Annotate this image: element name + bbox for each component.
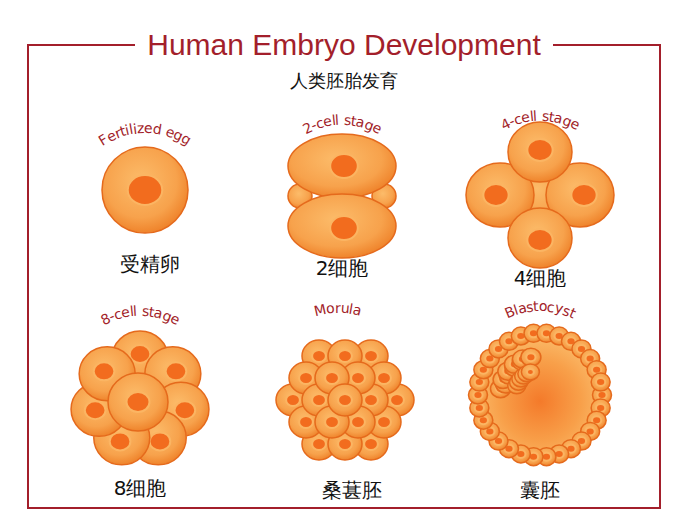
cell bbox=[102, 147, 188, 233]
nucleus bbox=[338, 394, 352, 406]
nucleus bbox=[338, 438, 352, 450]
nucleus bbox=[351, 372, 365, 384]
nucleus bbox=[526, 353, 535, 361]
frame bbox=[28, 45, 660, 508]
blastocoel bbox=[478, 333, 602, 457]
nucleus bbox=[150, 432, 171, 450]
nucleus bbox=[325, 372, 339, 384]
nucleus bbox=[377, 416, 391, 428]
cell bbox=[508, 122, 572, 182]
cell-body bbox=[521, 364, 539, 380]
cell bbox=[521, 364, 539, 380]
nucleus bbox=[312, 394, 326, 406]
nucleus bbox=[286, 394, 300, 406]
letter: o bbox=[325, 300, 335, 317]
stage-name-cn: 4细胞 bbox=[514, 266, 567, 290]
nucleus bbox=[571, 184, 596, 206]
letter: r bbox=[335, 300, 341, 316]
letter: l bbox=[335, 112, 340, 128]
subtitle: 人类胚胎发育 bbox=[290, 70, 398, 92]
nucleus bbox=[475, 404, 484, 412]
nucleus bbox=[325, 416, 339, 428]
stage-name-cn: 受精卵 bbox=[120, 252, 180, 276]
cell-body bbox=[508, 122, 572, 182]
letter: d bbox=[152, 120, 163, 137]
letter: l bbox=[533, 108, 538, 124]
nucleus bbox=[330, 154, 358, 178]
nucleus bbox=[473, 391, 482, 399]
title: Human Embryo Development bbox=[135, 28, 553, 62]
cell-body bbox=[102, 147, 188, 233]
letter: l bbox=[133, 303, 138, 319]
stage-name-cn: 8细胞 bbox=[114, 476, 167, 500]
nucleus bbox=[351, 416, 365, 428]
letter: z bbox=[137, 120, 145, 136]
cell-body bbox=[108, 373, 168, 431]
nucleus bbox=[364, 438, 378, 450]
nucleus bbox=[364, 394, 378, 406]
nucleus bbox=[597, 391, 606, 399]
cell bbox=[508, 208, 572, 268]
nucleus bbox=[527, 139, 552, 161]
nucleus bbox=[377, 372, 391, 384]
cells bbox=[71, 122, 614, 466]
nucleus bbox=[390, 394, 404, 406]
stage-name-cn: 囊胚 bbox=[520, 478, 560, 502]
cell bbox=[591, 373, 610, 391]
nucleus bbox=[483, 184, 508, 206]
letter bbox=[339, 112, 344, 128]
cell-body bbox=[328, 384, 362, 416]
nucleus bbox=[330, 216, 358, 240]
letter bbox=[537, 108, 542, 124]
cell-body bbox=[508, 208, 572, 268]
nucleus bbox=[312, 438, 326, 450]
nucleus bbox=[110, 432, 131, 450]
nucleus bbox=[127, 392, 150, 412]
letter: a bbox=[351, 302, 363, 320]
nucleus bbox=[130, 345, 151, 363]
cell bbox=[288, 134, 396, 198]
nucleus bbox=[128, 175, 163, 205]
cell-body bbox=[288, 134, 396, 198]
cell-body bbox=[288, 194, 396, 258]
nucleus bbox=[312, 350, 326, 362]
nucleus bbox=[527, 369, 534, 375]
letter: t bbox=[533, 298, 539, 314]
nucleus bbox=[299, 372, 313, 384]
nucleus bbox=[299, 416, 313, 428]
nucleus bbox=[85, 401, 106, 419]
stage-name-cn: 2细胞 bbox=[316, 256, 369, 280]
letter bbox=[137, 303, 142, 319]
nucleus bbox=[338, 350, 352, 362]
nucleus bbox=[174, 401, 195, 419]
nucleus bbox=[166, 362, 187, 380]
cell bbox=[328, 384, 362, 416]
nucleus bbox=[364, 350, 378, 362]
stage-name-cn: 桑葚胚 bbox=[322, 478, 382, 502]
nucleus bbox=[527, 229, 552, 251]
cell-body bbox=[591, 373, 610, 391]
cell bbox=[288, 194, 396, 258]
nucleus bbox=[596, 378, 605, 386]
cell bbox=[108, 373, 168, 431]
nucleus bbox=[94, 362, 115, 380]
